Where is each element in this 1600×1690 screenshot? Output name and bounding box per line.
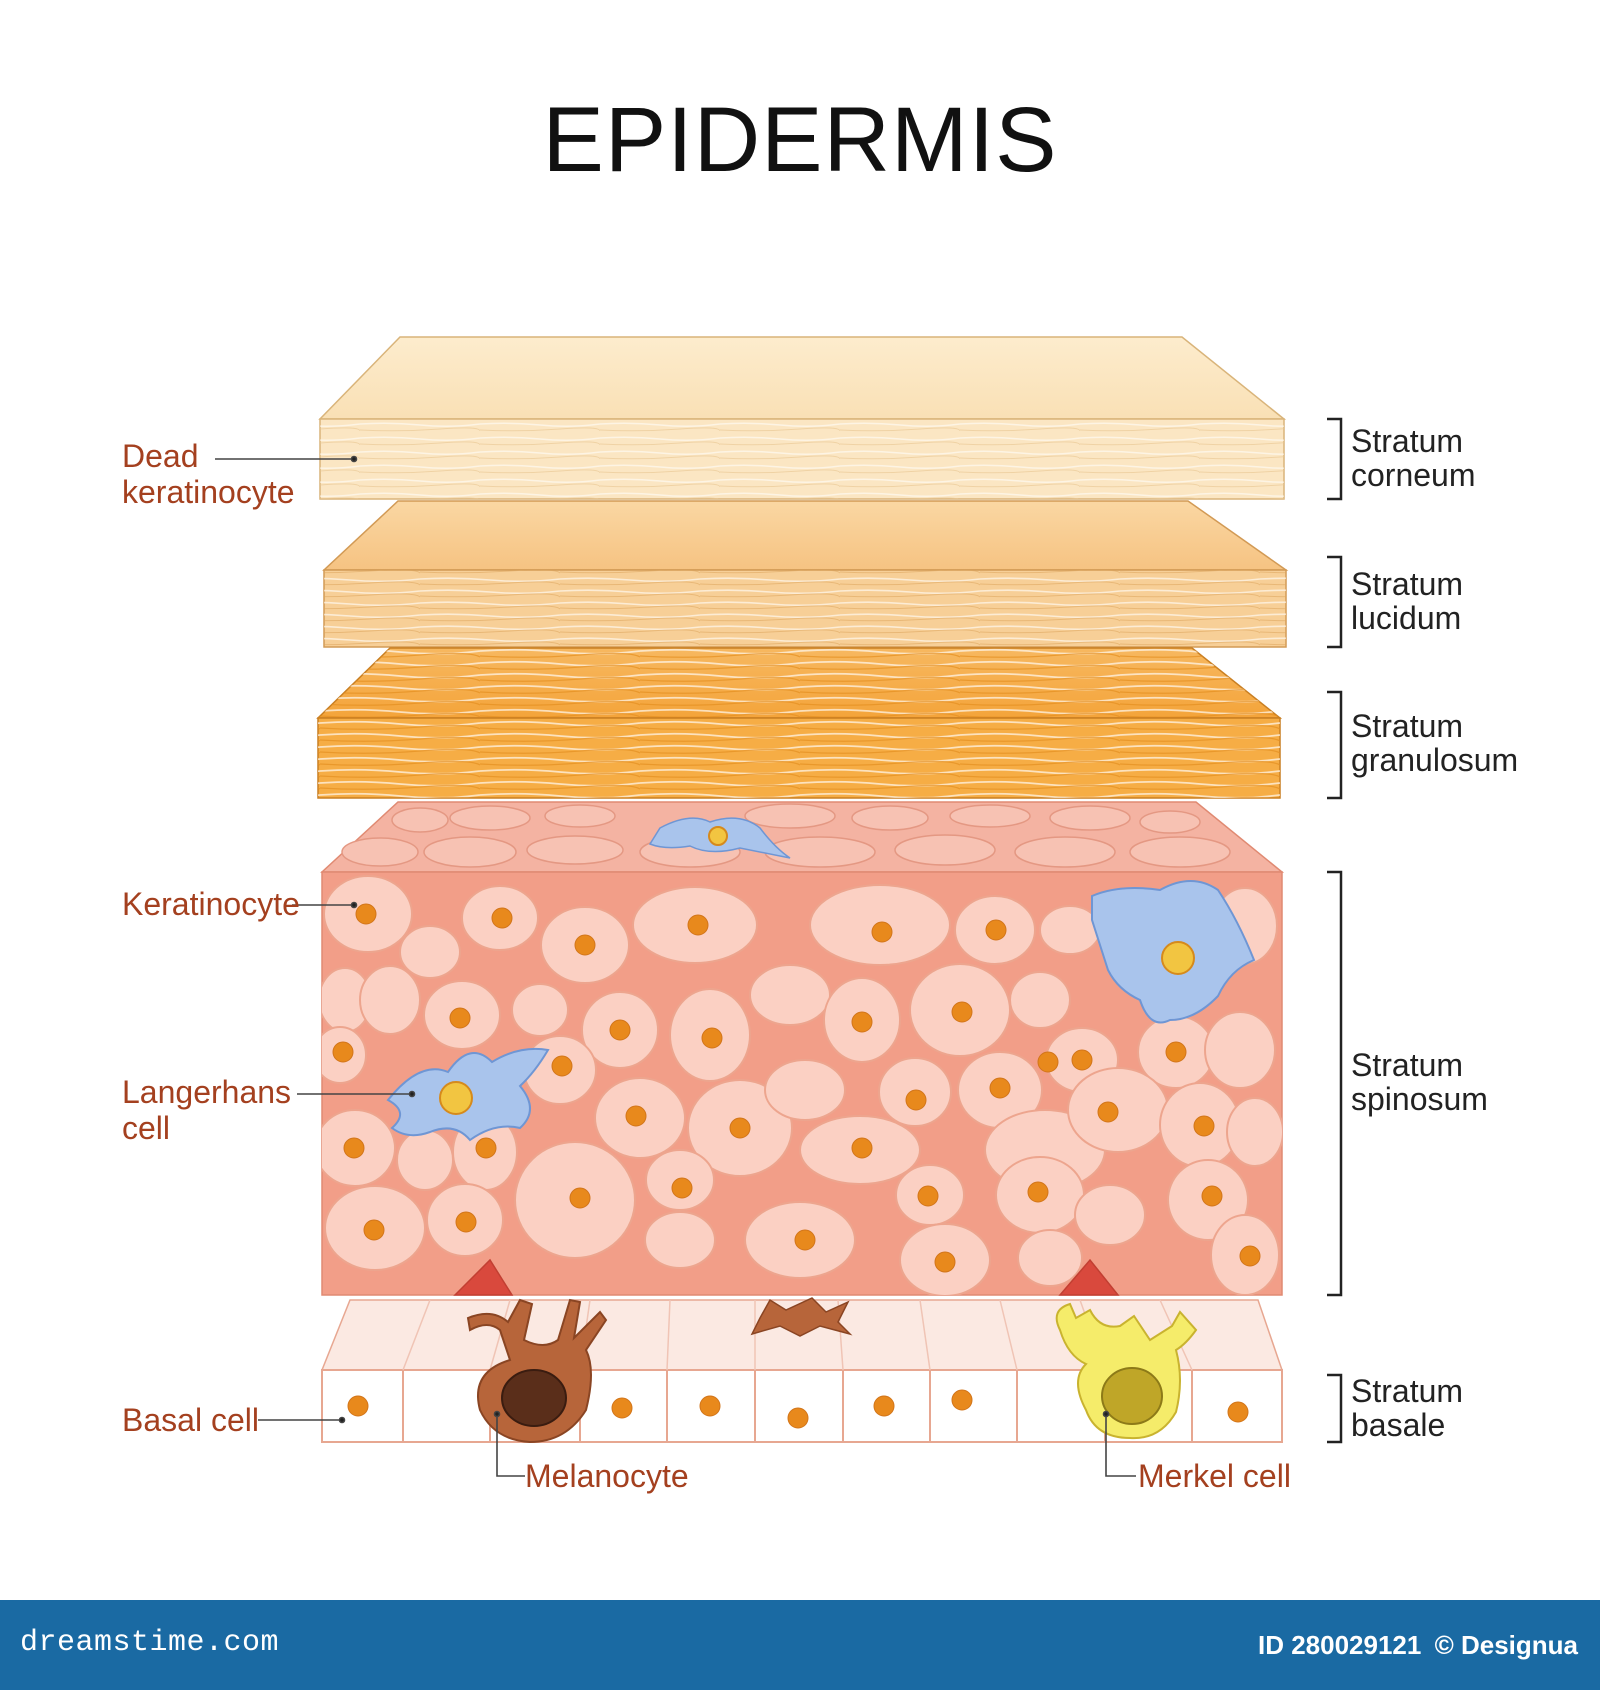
melanocyte-label: Melanocyte xyxy=(525,1458,689,1494)
footer-brand[interactable]: dreamstime.com xyxy=(20,1626,280,1660)
layer-brackets xyxy=(1327,417,1343,1444)
merkel-cell xyxy=(1055,1302,1198,1440)
keratinocyte-label: Keratinocyte xyxy=(122,886,300,922)
footer-bar: dreamstime.com ID 280029121 © Designua xyxy=(0,1600,1600,1690)
stratum-spinosum-layer xyxy=(320,801,1285,1296)
merkel-cell-label: Merkel cell xyxy=(1138,1458,1291,1494)
footer-credit: ID 280029121 © Designua xyxy=(1252,1630,1578,1661)
stratum-corneum-layer xyxy=(318,336,1287,500)
stratum-lucidum-label: Stratum lucidum xyxy=(1351,566,1464,636)
stratum-basale-label: Stratum basale xyxy=(1351,1373,1464,1443)
langerhans-cell-label: Langerhans cell xyxy=(122,1074,292,1146)
stratum-spinosum-label: Stratum spinosum xyxy=(1351,1047,1488,1117)
footer-author: © Designua xyxy=(1434,1630,1578,1660)
diagram-title: EPIDERMIS xyxy=(542,89,1058,191)
stratum-basale-layer xyxy=(320,1297,1284,1444)
stratum-corneum-label: Stratum corneum xyxy=(1351,423,1476,493)
langerhans-cell-right xyxy=(1091,880,1256,1024)
stratum-granulosum-label: Stratum granulosum xyxy=(1351,708,1519,778)
dead-keratinocyte-label: Dead keratinocyte xyxy=(122,438,295,510)
melanocyte-cell xyxy=(466,1298,608,1444)
langerhans-cell-left xyxy=(386,1047,550,1142)
basal-cell-label: Basal cell xyxy=(122,1402,259,1438)
leader-lines xyxy=(215,455,1136,1477)
footer-image-id: ID 280029121 xyxy=(1257,1630,1422,1660)
epidermis-illustration xyxy=(215,336,1343,1477)
stratum-lucidum-layer xyxy=(322,500,1289,648)
stratum-granulosum-layer xyxy=(316,647,1283,799)
